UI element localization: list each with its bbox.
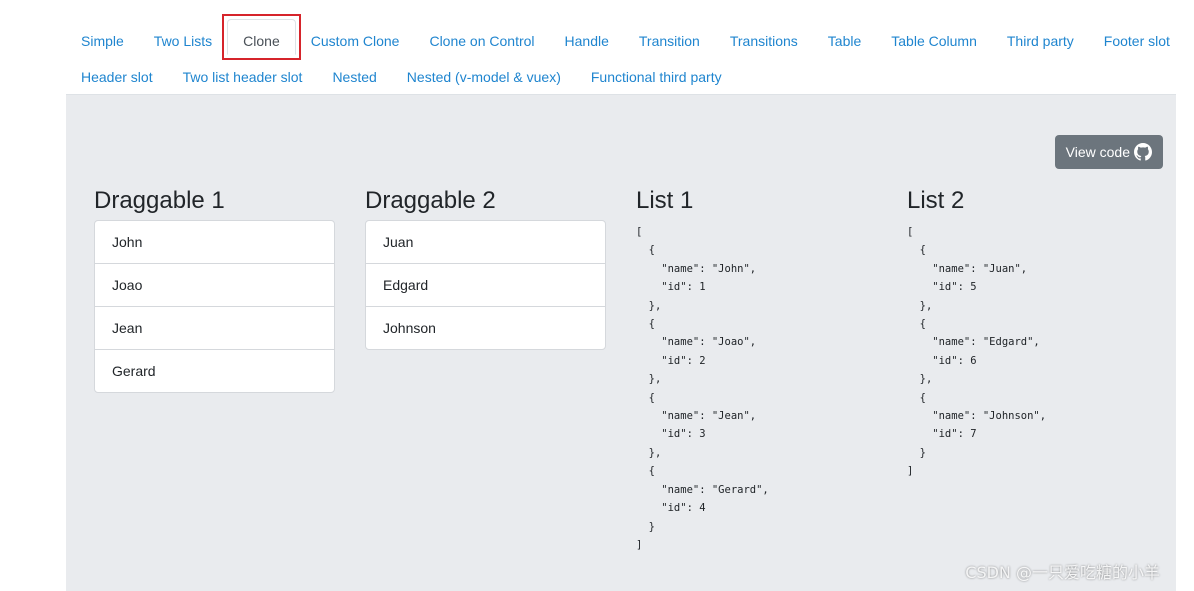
tab-transition[interactable]: Transition <box>638 33 700 49</box>
tab-footer-slot[interactable]: Footer slot <box>1103 33 1170 49</box>
list-2-json: [ { "name": "Juan", "id": 5 }, { "name":… <box>907 226 1047 478</box>
list-item[interactable]: Jean <box>95 307 334 350</box>
tab-nested[interactable]: Nested <box>332 69 377 85</box>
list-item[interactable]: Gerard <box>112 363 156 379</box>
list-2-title: List 2 <box>907 187 965 214</box>
tab-handle[interactable]: Handle <box>564 33 609 49</box>
tab-functional-third-party[interactable]: Functional third party <box>590 69 722 85</box>
list-2-column: List 2 [ { "name": "Juan", "id": 5 }, { … <box>907 183 1148 481</box>
list-1-title: List 1 <box>636 187 694 214</box>
watermark: CSDN @一只爱吃糖的小羊 <box>965 563 1160 582</box>
list-item[interactable]: Juan <box>366 221 605 264</box>
tab-row-1: Simple Two Lists Clone Custom Clone Clone on… <box>66 19 1176 55</box>
list-item[interactable]: Joao <box>95 264 334 307</box>
tab-table[interactable]: Table <box>827 33 862 49</box>
tab-custom-clone[interactable]: Custom Clone <box>310 33 400 49</box>
view-code-button[interactable]: View code <box>1054 135 1163 169</box>
list-item[interactable]: Edgard <box>366 264 605 307</box>
list-1-json: [ { "name": "John", "id": 1 }, { "name":… <box>636 226 769 551</box>
tab-simple[interactable]: Simple <box>81 33 124 49</box>
tab-third-party[interactable]: Third party <box>1006 33 1074 49</box>
tab-two-lists[interactable]: Two Lists <box>153 33 213 49</box>
draggable-1-title: Draggable 1 <box>94 187 225 214</box>
list-1-column: List 1 [ { "name": "John", "id": 1 }, { … <box>636 183 877 554</box>
tab-row-2: Header slot Two list header slot Nested Nes… <box>66 55 1176 91</box>
tab-header-slot[interactable]: Header slot <box>81 69 153 85</box>
tab-nested-v-model-vuex[interactable]: Nested (v-model & vuex) <box>406 69 561 85</box>
view-code-label: View code <box>1065 144 1130 160</box>
github-icon <box>1134 143 1152 161</box>
tab-clone-on-control[interactable]: Clone on Control <box>429 33 535 49</box>
tab-clone[interactable]: Clone <box>227 19 296 55</box>
list-item[interactable]: Johnson <box>383 320 436 336</box>
draggable-2-title: Draggable 2 <box>365 187 496 214</box>
example-tabs: Simple Two Lists Clone Custom Clone Clone on… <box>66 14 1176 95</box>
tab-two-list-header-slot[interactable]: Two list header slot <box>182 69 303 85</box>
list-item[interactable]: John <box>95 221 334 264</box>
tab-transitions[interactable]: Transitions <box>729 33 798 49</box>
tab-table-column[interactable]: Table Column <box>891 33 977 49</box>
